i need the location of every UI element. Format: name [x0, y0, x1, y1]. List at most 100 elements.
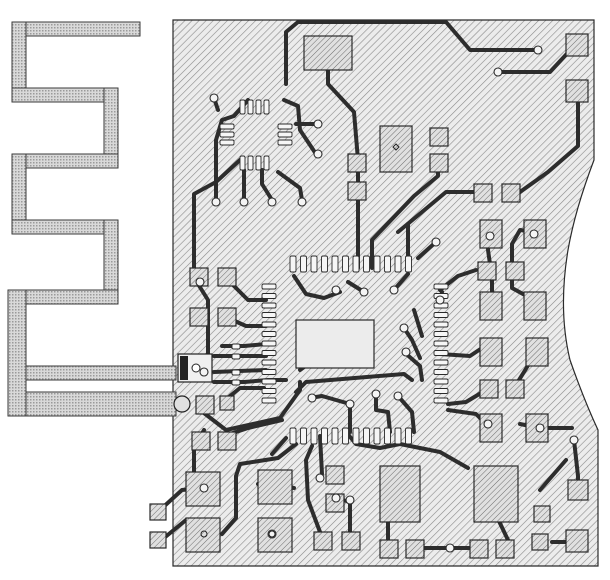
via [535, 423, 545, 433]
smd-pin [261, 359, 277, 366]
via [307, 393, 317, 403]
pad-large [303, 35, 353, 71]
via [199, 367, 209, 377]
smd-pin [433, 388, 449, 394]
smd-pin [331, 427, 339, 445]
via [401, 347, 411, 357]
smd-pin [255, 155, 262, 171]
via [313, 149, 323, 159]
smd-pin [263, 155, 270, 171]
via [533, 45, 543, 55]
pad-center-marker [268, 530, 276, 538]
connector [173, 353, 213, 413]
components [149, 33, 589, 559]
pad [533, 505, 551, 523]
smd-pin [219, 131, 235, 138]
pad [505, 261, 525, 281]
smd-pin [219, 123, 235, 130]
pad [313, 531, 333, 551]
via [195, 277, 205, 287]
trace [374, 392, 392, 434]
pad [479, 291, 503, 321]
mounting-via [173, 395, 191, 413]
smd-pin [261, 293, 277, 299]
antenna-segment [11, 219, 119, 235]
smd-pin [261, 388, 277, 394]
smd-pin [289, 427, 297, 445]
smd-pin [373, 427, 381, 445]
smd-pin [433, 359, 449, 366]
pad [567, 479, 589, 501]
smd-pin [405, 255, 412, 273]
via [345, 399, 355, 409]
smd-pin [231, 369, 241, 376]
pad-large [257, 469, 293, 505]
trace [282, 98, 318, 156]
smd-pin [433, 350, 449, 356]
smd-pin [363, 255, 370, 273]
smd-pin [300, 255, 307, 273]
via [485, 231, 495, 241]
smd-pin [342, 255, 349, 273]
via [331, 493, 341, 503]
smd-pin [310, 427, 318, 445]
pad [565, 33, 589, 57]
pad [495, 539, 515, 559]
antenna-segment [11, 21, 141, 37]
smd-pin [255, 99, 262, 115]
rf-connector-pin [180, 356, 188, 380]
pad [341, 531, 361, 551]
trace [228, 386, 266, 398]
pad [479, 337, 503, 367]
trace [294, 372, 414, 394]
smd-pin [384, 255, 391, 273]
vias [195, 45, 579, 553]
pad [195, 395, 215, 415]
smd-pin [277, 131, 293, 138]
pad [347, 153, 367, 173]
trace [412, 308, 424, 338]
pad-center-marker [392, 143, 400, 151]
pad [189, 307, 209, 327]
smd-pin [321, 427, 328, 445]
via [267, 197, 277, 207]
pad [347, 181, 367, 201]
trace [214, 98, 250, 200]
smd-pin [331, 255, 339, 273]
trace [402, 350, 424, 382]
pad [479, 379, 499, 399]
via [345, 495, 355, 505]
via [399, 323, 409, 333]
pad [477, 261, 497, 281]
trace [212, 378, 288, 384]
smd-pin [231, 379, 241, 386]
smd-pin [300, 427, 307, 445]
pad [505, 379, 525, 399]
trace [538, 458, 568, 492]
pad-center-marker [200, 530, 208, 538]
via [199, 483, 209, 493]
smd-pin [433, 312, 449, 318]
pad [429, 127, 449, 147]
trace [284, 20, 540, 86]
antenna [7, 21, 177, 417]
pad [525, 337, 549, 367]
pad [429, 153, 449, 173]
via [569, 435, 579, 445]
smd-pin [231, 353, 241, 360]
trace [396, 190, 484, 234]
via [359, 287, 369, 297]
smd-pin [239, 99, 246, 115]
smd-pin [219, 139, 235, 146]
via [209, 93, 219, 103]
pad [565, 79, 589, 103]
smd-pins [219, 99, 449, 445]
smd-pin [261, 340, 277, 347]
pad [325, 465, 345, 485]
smd-pin [289, 255, 297, 273]
smd-pin [261, 378, 277, 385]
via [483, 419, 493, 429]
smd-pin [310, 255, 318, 273]
pad-large [473, 465, 519, 523]
